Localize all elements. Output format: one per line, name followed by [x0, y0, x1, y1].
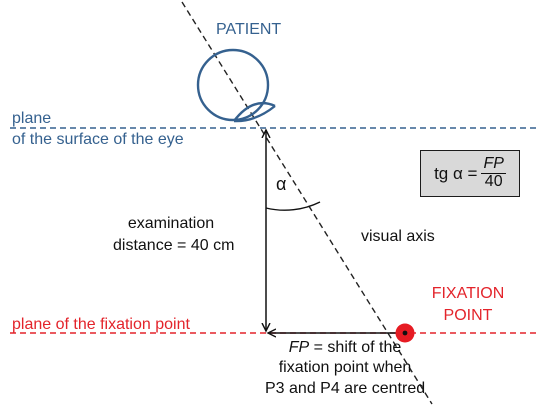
- formula-numerator: FP: [481, 155, 506, 174]
- fixation-point-label: FIXATION POINT: [418, 285, 518, 326]
- examination-distance-line2: distance = 40 cm: [113, 237, 235, 255]
- formula-lhs: tg α =: [434, 163, 478, 183]
- fp-symbol: FP: [288, 339, 310, 356]
- examination-distance-label: examination distance = 40 cm: [113, 215, 235, 256]
- eye-plane-label-line1: plane: [12, 110, 52, 127]
- visual-axis-line: [181, 1, 433, 405]
- fixation-point-marker: [395, 323, 415, 343]
- formula-fraction: FP 40: [481, 155, 506, 191]
- fp-description-line1: FP = shift of the: [265, 339, 425, 357]
- formula-box: tg α = FP 40: [420, 150, 520, 197]
- fixation-point-label-line1: FIXATION: [431, 285, 505, 302]
- eye-plane-label-line2: of the surface of the eye: [12, 131, 184, 149]
- fp-description-line3: P3 and P4 are centred: [265, 379, 426, 397]
- fp-description-line1-rest: = shift of the: [309, 339, 402, 356]
- alpha-angle-arc: [265, 201, 321, 211]
- visual-axis-label: visual axis: [361, 228, 435, 245]
- formula-denominator: 40: [484, 173, 503, 190]
- patient-eye: [196, 48, 276, 123]
- patient-label: PATIENT: [216, 21, 282, 38]
- fixation-point-label-line2: POINT: [443, 307, 493, 325]
- examination-distance-line1: examination: [127, 215, 215, 232]
- alpha-label: α: [276, 174, 287, 194]
- fixation-plane-label: plane of the fixation point: [12, 316, 190, 333]
- fp-description-label: FP = shift of the fixation point when P3…: [265, 339, 425, 398]
- fp-description-line2: fixation point when: [278, 359, 412, 377]
- eye-plane-label: plane of the surface of the eye: [12, 110, 184, 150]
